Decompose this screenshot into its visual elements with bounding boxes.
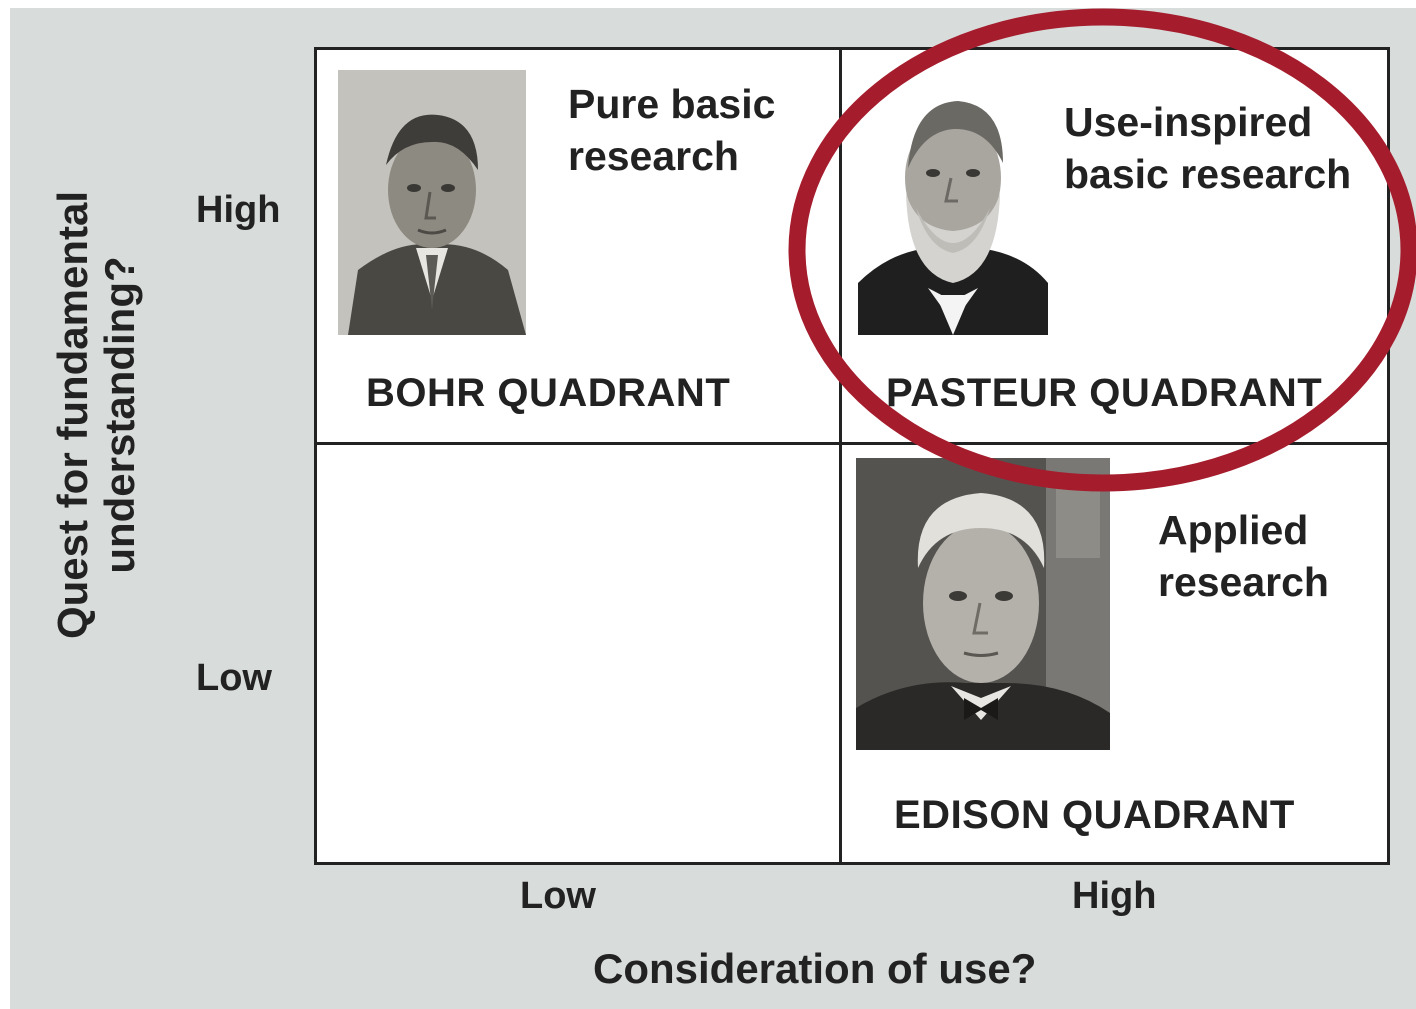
edison-portrait <box>856 458 1110 750</box>
bohr-portrait <box>338 70 526 335</box>
grid-horizontal-divider <box>317 442 1387 445</box>
pasteur-portrait <box>858 73 1048 335</box>
y-axis-title-line2: understanding? <box>96 256 143 574</box>
pasteur-title-line2: basic research <box>1064 151 1352 197</box>
edison-quadrant-label: EDISON QUADRANT <box>894 793 1295 837</box>
edison-title-line2: research <box>1158 559 1329 605</box>
bohr-quadrant-label: BOHR QUADRANT <box>366 371 731 415</box>
edison-title-line1: Applied <box>1158 507 1309 553</box>
y-tick-low: Low <box>196 657 272 699</box>
bohr-title-line1: Pure basic <box>568 81 776 127</box>
grid-vertical-divider <box>839 50 842 862</box>
y-axis-title-line1: Quest for fundamental <box>48 190 96 640</box>
x-axis-title: Consideration of use? <box>593 945 1037 992</box>
y-axis-title: Quest for fundamental understanding? <box>49 191 143 639</box>
y-tick-high: High <box>196 189 281 231</box>
x-tick-high: High <box>1072 875 1157 917</box>
pasteur-quadrant-label: PASTEUR QUADRANT <box>886 371 1323 415</box>
bohr-title-line2: research <box>568 133 739 179</box>
pasteur-title-line1: Use-inspired <box>1064 99 1313 145</box>
x-tick-low: Low <box>520 875 596 917</box>
